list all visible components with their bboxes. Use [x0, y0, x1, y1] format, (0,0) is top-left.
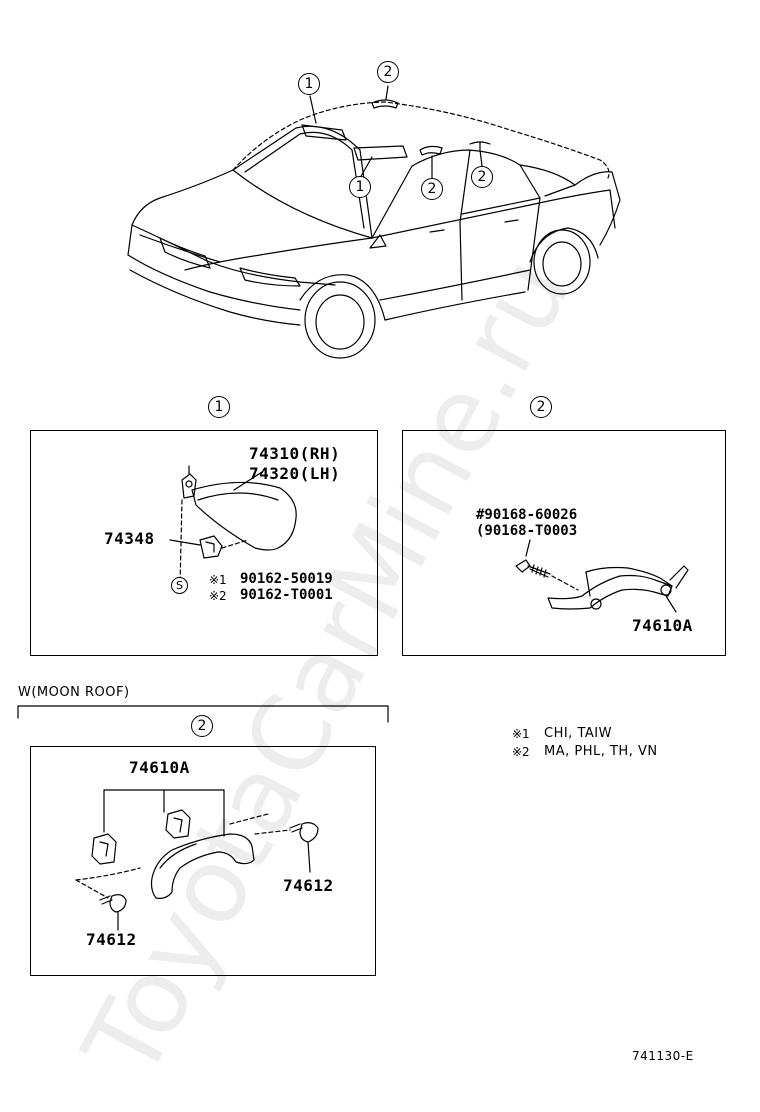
part-74612-right: 74612 [283, 876, 334, 895]
screw-90162-t0001: 90162-T0001 [240, 587, 333, 603]
part-74348: 74348 [104, 529, 155, 548]
part-74612-left: 74612 [86, 930, 137, 949]
callout-2-grip-front: 2 [421, 178, 443, 200]
panel1-marker: 1 [208, 396, 230, 418]
screw-symbol: S [171, 577, 188, 594]
assist-grip-illustration [515, 539, 689, 613]
note2-text: MA, PHL, TH, VN [544, 744, 658, 759]
diagram-code: 741130-E [632, 1049, 694, 1063]
panel-moonroof-grip [30, 746, 376, 976]
note2-mark: ※2 [512, 745, 530, 759]
panel-sun-visor [30, 430, 378, 656]
callout-2-grip-rear: 2 [471, 166, 493, 188]
callout-1-visor: 1 [298, 73, 320, 95]
panel2-marker: 2 [530, 396, 552, 418]
part-74310-rh: 74310(RH) [249, 444, 341, 463]
screw-90168-t0003: (90168-T0003 [476, 523, 578, 539]
screw-90162-50019: 90162-50019 [240, 571, 333, 587]
callout-1-visor-lh: 1 [349, 176, 371, 198]
moonroof-grip-illustration [75, 789, 319, 931]
moonroof-marker: 2 [191, 715, 213, 737]
part-74610a: 74610A [632, 616, 693, 635]
note1-text: CHI, TAIW [544, 726, 612, 741]
callout-2-roof-grip: 2 [377, 61, 399, 83]
note1-mark: ※1 [512, 727, 530, 741]
part-74320-lh: 74320(LH) [249, 464, 341, 483]
sun-visor-illustration [169, 465, 297, 586]
moonroof-section-rule [17, 705, 389, 723]
screw2-mark: ※2 [209, 589, 227, 603]
moonroof-part-74610a: 74610A [129, 758, 190, 777]
moonroof-title: W(MOON ROOF) [18, 685, 130, 700]
panel-assist-grip [402, 430, 726, 656]
screw-90168-60026: #90168-60026 [476, 507, 578, 523]
screw1-mark: ※1 [209, 573, 227, 587]
car-illustration [127, 85, 621, 359]
